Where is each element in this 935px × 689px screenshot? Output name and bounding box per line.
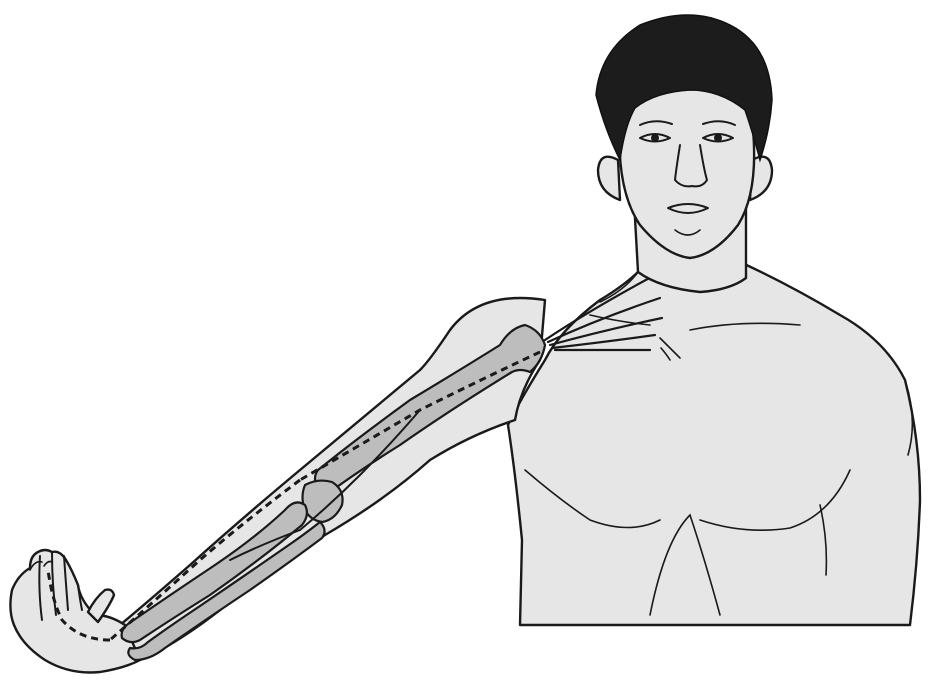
- torso: [508, 262, 920, 625]
- radius: [122, 502, 307, 642]
- right-arm: [80, 298, 545, 662]
- hand: [10, 550, 140, 673]
